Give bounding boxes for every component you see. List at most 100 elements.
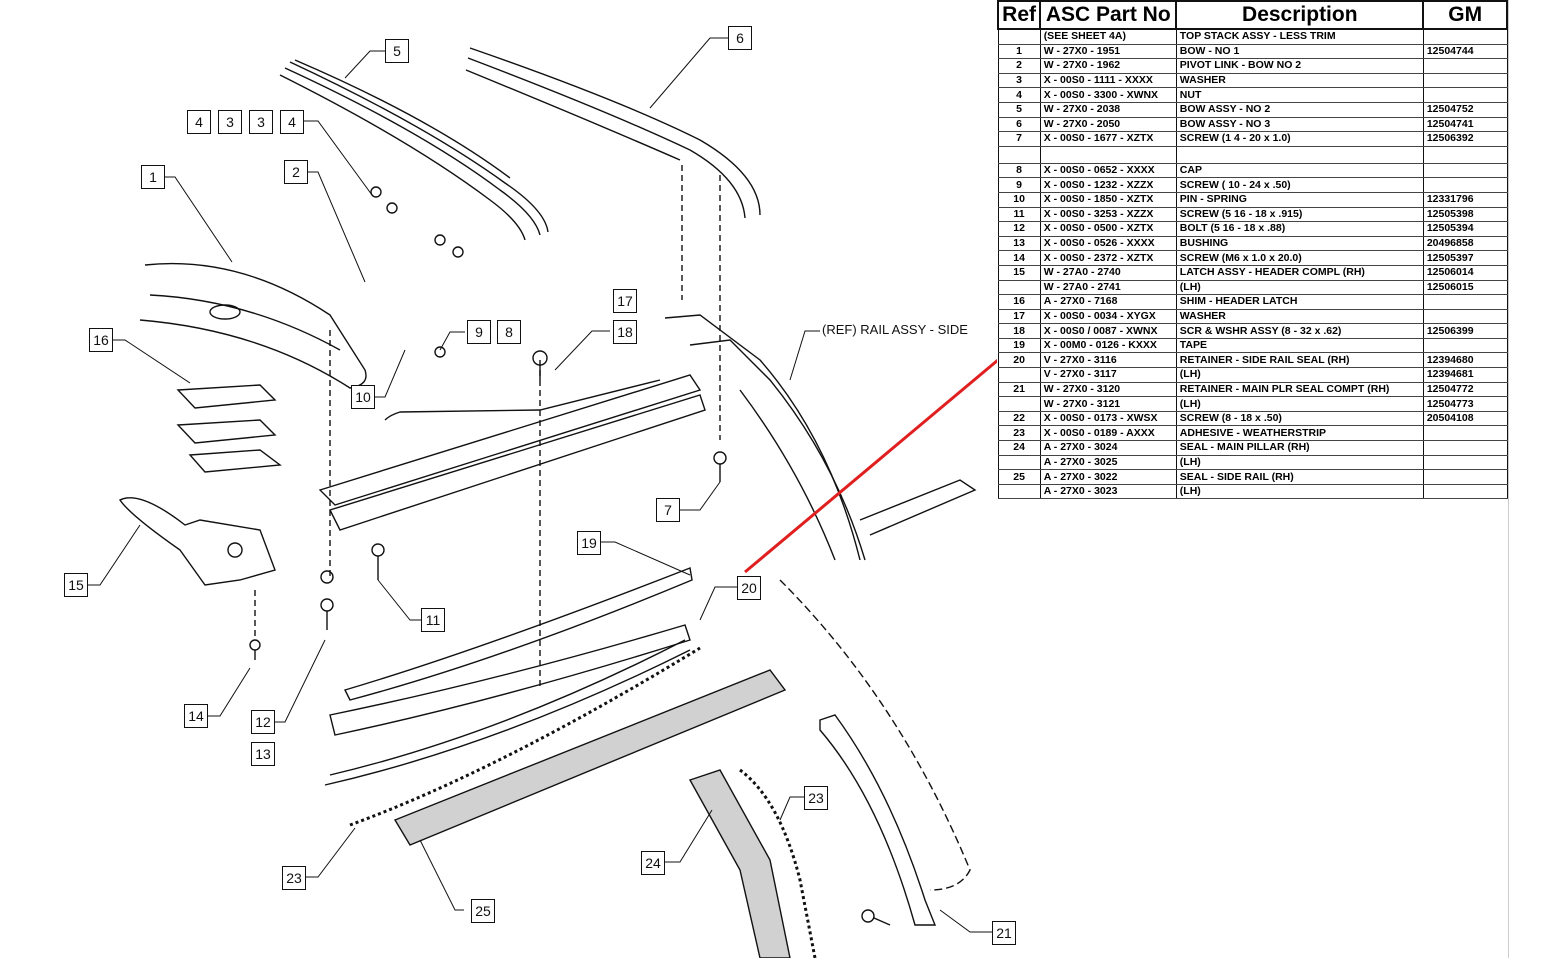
callout-4b: 4 — [280, 110, 304, 134]
description-cell: BUSHING — [1175, 236, 1424, 252]
description-cell: BOLT (5 16 - 18 x .88) — [1175, 221, 1424, 237]
callout-3b: 3 — [249, 110, 273, 134]
description-cell: TOP STACK ASSY - LESS TRIM — [1175, 29, 1424, 45]
callout-23b: 23 — [282, 866, 306, 890]
gm-cell: 12505397 — [1422, 250, 1508, 266]
gm-cell: 12331796 — [1422, 192, 1508, 208]
part-no-cell: A - 27X0 - 3025 — [1039, 455, 1177, 471]
part-no-cell: (SEE SHEET 4A) — [1039, 29, 1177, 45]
spacer-cell — [997, 146, 1041, 164]
part-no-cell: X - 00S0 - 0652 - XXXX — [1039, 163, 1177, 179]
table-row: A - 27X0 - 3023(LH) — [997, 484, 1508, 500]
parts-table: Ref ASC Part No Description GM (SEE SHEE… — [996, 0, 1508, 500]
description-cell: SCR & WSHR ASSY (8 - 32 x .62) — [1175, 323, 1424, 339]
description-cell: (LH) — [1175, 455, 1424, 471]
description-cell: SCREW (1 4 - 20 x 1.0) — [1175, 131, 1424, 147]
latch-assy-part — [118, 497, 276, 640]
description-cell: SEAL - MAIN PILLAR (RH) — [1175, 440, 1424, 456]
rail-assy-side-part — [664, 314, 977, 561]
seal-main-pillar-part — [688, 768, 817, 958]
part-no-cell: W - 27X0 - 3121 — [1039, 396, 1177, 412]
callout-21: 21 — [992, 921, 1016, 945]
description-cell: SCREW (5 16 - 18 x .915) — [1175, 207, 1424, 223]
callout-19: 19 — [577, 531, 601, 555]
ref-cell — [997, 367, 1041, 383]
callout-13: 13 — [251, 742, 275, 766]
table-row: V - 27X0 - 3117(LH)12394681 — [997, 367, 1508, 383]
ref-cell: 14 — [997, 250, 1041, 266]
callout-7: 7 — [656, 498, 680, 522]
ref-cell: 18 — [997, 323, 1041, 339]
gm-cell: 12504744 — [1422, 44, 1508, 60]
callout-2: 2 — [284, 160, 308, 184]
description-cell: (LH) — [1175, 280, 1424, 296]
callout-10: 10 — [351, 385, 375, 409]
ref-cell — [997, 29, 1041, 45]
ref-cell: 6 — [997, 117, 1041, 133]
description-cell: BOW - NO 1 — [1175, 44, 1424, 60]
part-no-cell: W - 27X0 - 2050 — [1039, 117, 1177, 133]
spacer-cell — [1175, 146, 1424, 164]
table-row: W - 27X0 - 3121(LH)12504773 — [997, 396, 1508, 412]
part-no-cell: V - 27X0 - 3116 — [1039, 352, 1177, 369]
gm-cell: 12506399 — [1422, 323, 1508, 339]
callout-11: 11 — [421, 608, 445, 632]
ref-cell: 20 — [997, 352, 1041, 369]
weatherstrip-bead-part — [349, 646, 701, 827]
part-no-cell: A - 27X0 - 3023 — [1039, 484, 1177, 500]
bow-no-1-part — [139, 262, 367, 389]
part-no-cell: X - 00S0 - 1232 - XZZX — [1039, 177, 1177, 193]
gm-cell: 20504108 — [1422, 411, 1508, 427]
leader-lines — [87, 37, 993, 933]
gm-cell: 20496858 — [1422, 236, 1508, 252]
gm-cell: 12506015 — [1422, 280, 1508, 296]
gm-cell — [1422, 484, 1508, 500]
ref-cell: 17 — [997, 309, 1041, 325]
description-cell: (LH) — [1175, 396, 1424, 412]
gm-cell — [1422, 29, 1508, 45]
ref-cell: 13 — [997, 236, 1041, 252]
part-no-cell: X - 00S0 - 0173 - XWSX — [1039, 411, 1177, 427]
gm-cell — [1422, 294, 1508, 310]
part-no-cell: X - 00S0 - 1850 - XZTX — [1039, 192, 1177, 208]
part-no-cell: W - 27X0 - 1951 — [1039, 44, 1177, 60]
description-cell: BOW ASSY - NO 3 — [1175, 117, 1424, 133]
description-cell: SCREW (8 - 18 x .50) — [1175, 411, 1424, 427]
description-cell: PIVOT LINK - BOW NO 2 — [1175, 58, 1424, 74]
part-no-cell: A - 27X0 - 3022 — [1039, 469, 1177, 485]
ref-cell: 25 — [997, 469, 1041, 485]
bow-no-3-part — [465, 47, 761, 440]
retainer-main-pillar-part — [779, 579, 971, 926]
description-cell: SHIM - HEADER LATCH — [1175, 294, 1424, 310]
ref-cell: 4 — [997, 87, 1041, 103]
part-no-cell: X - 00S0 - 3300 - XWNX — [1039, 87, 1177, 103]
ref-cell: 19 — [997, 338, 1041, 354]
part-no-cell: X - 00S0 - 0526 - XXXX — [1039, 236, 1177, 252]
part-no-cell: X - 00S0 - 0034 - XYGX — [1039, 309, 1177, 325]
gm-cell: 12504773 — [1422, 396, 1508, 412]
part-no-cell: X - 00S0 / 0087 - XWNX — [1039, 323, 1177, 339]
description-cell: LATCH ASSY - HEADER COMPL (RH) — [1175, 265, 1424, 281]
description-cell: CAP — [1175, 163, 1424, 179]
ref-cell: 10 — [997, 192, 1041, 208]
ref-cell: 23 — [997, 425, 1041, 442]
ref-cell: 1 — [997, 44, 1041, 60]
ref-cell — [997, 484, 1041, 500]
part-no-cell: X - 00S0 - 2372 - XZTX — [1039, 250, 1177, 266]
ref-cell — [997, 396, 1041, 412]
description-cell: SCREW (M6 x 1.0 x 20.0) — [1175, 250, 1424, 266]
